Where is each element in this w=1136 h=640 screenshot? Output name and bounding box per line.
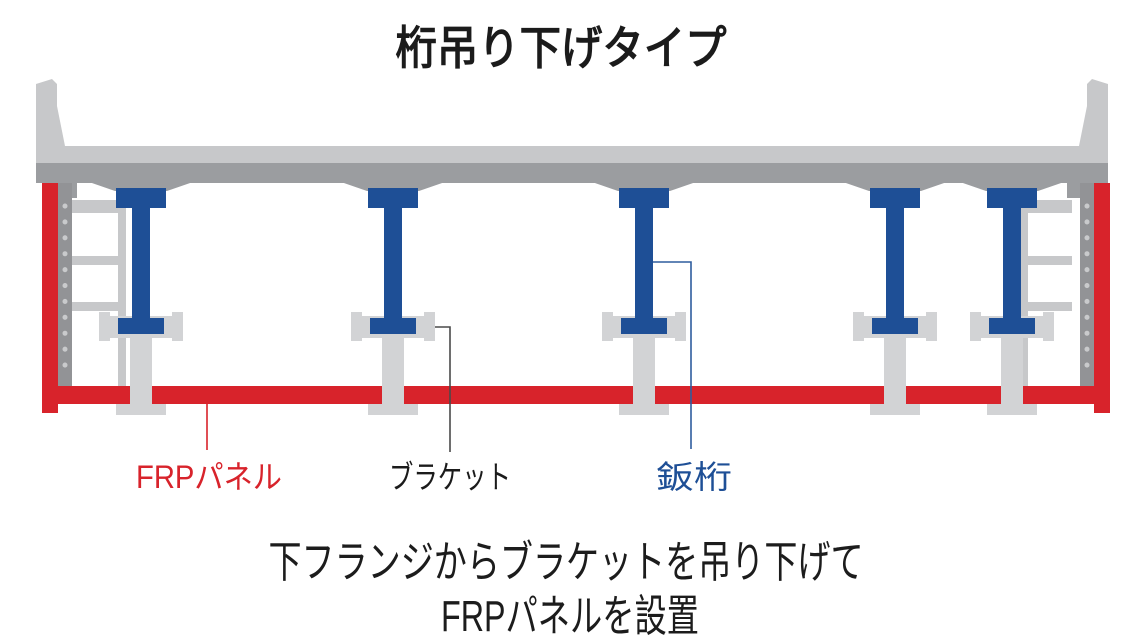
- right-rivet-strip: [1080, 183, 1094, 386]
- bracket-label: ブラケット: [389, 459, 511, 495]
- left-parapet: [36, 79, 65, 146]
- diagram-title: 桁吊り下げタイプ: [396, 22, 727, 74]
- caption-line-1: 下フランジからブラケットを吊り下げて: [269, 538, 864, 587]
- deck-slab: [36, 79, 1108, 198]
- left-rivet-strip: [58, 183, 72, 386]
- plate-girder-leader-line: [653, 261, 692, 449]
- deck-soffit: [36, 163, 1108, 183]
- right-edge-stiffener: [1020, 190, 1072, 388]
- frp-panel-bottom: [42, 386, 1110, 404]
- right-parapet: [1079, 79, 1108, 146]
- girder-assembly-3: [602, 188, 686, 415]
- girder-assembly-4: [853, 188, 937, 415]
- left-edge-stiffener: [72, 190, 126, 388]
- plate-girder-label: 鈑桁: [656, 459, 732, 495]
- frp-panel-label: FRPパネル: [136, 459, 282, 495]
- frp-panel-right-wall: [1094, 183, 1110, 413]
- girder-assembly-2: [351, 188, 435, 415]
- bracket-leader-line: [435, 326, 451, 452]
- frp-panel: [42, 183, 1110, 413]
- caption-line-2: FRPパネルを設置: [441, 592, 699, 640]
- frp-panel-left-wall: [42, 183, 58, 413]
